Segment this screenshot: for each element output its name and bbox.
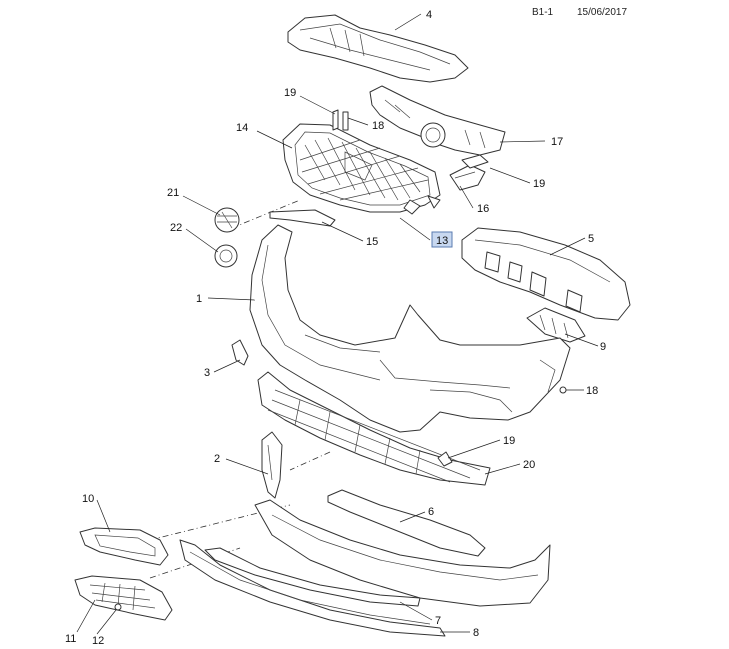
part-14-grille[interactable] [282, 123, 441, 215]
callout-8[interactable]: 8 [473, 627, 479, 639]
callout-1[interactable]: 1 [196, 293, 202, 305]
part-16-bracket[interactable] [449, 154, 489, 191]
part-9-bracket[interactable] [526, 307, 586, 343]
part-19-clip-mid[interactable] [437, 451, 453, 467]
callout-17[interactable]: 17 [551, 136, 563, 148]
part-7-lower-skirt[interactable] [254, 499, 551, 607]
callout-4[interactable]: 4 [426, 9, 432, 21]
part-17-grille-support[interactable] [369, 85, 506, 156]
callout-22[interactable]: 22 [170, 222, 182, 234]
part-3-cover[interactable] [231, 339, 249, 366]
callout-2[interactable]: 2 [214, 453, 220, 465]
callout-19-right[interactable]: 19 [533, 178, 545, 190]
callout-3[interactable]: 3 [204, 367, 210, 379]
part-4-upper-shield[interactable] [287, 14, 469, 83]
callout-13[interactable]: 13 [436, 235, 448, 247]
part-2-lower-rail[interactable] [261, 431, 283, 499]
callout-10[interactable]: 10 [82, 493, 94, 505]
part-1-bumper-fascia[interactable] [249, 224, 571, 433]
callout-9[interactable]: 9 [600, 341, 606, 353]
callout-16[interactable]: 16 [477, 203, 489, 215]
callout-12[interactable]: 12 [92, 635, 104, 647]
callout-11[interactable]: 11 [65, 633, 76, 645]
part-11-fog-grille[interactable] [74, 575, 173, 621]
callout-15[interactable]: 15 [366, 236, 378, 248]
callout-labels: 4 19 18 14 17 19 21 16 22 13 15 5 1 9 3 … [65, 9, 606, 647]
callout-6[interactable]: 6 [428, 506, 434, 518]
part-12-clip[interactable] [114, 603, 122, 611]
callout-5[interactable]: 5 [588, 233, 594, 245]
diagram-date: 15/06/2017 [577, 7, 628, 18]
callout-7[interactable]: 7 [435, 615, 441, 627]
callout-14[interactable]: 14 [236, 122, 248, 134]
callout-20[interactable]: 20 [523, 459, 535, 471]
page-code: B1-1 [532, 7, 554, 18]
part-19-clip-top[interactable] [332, 109, 339, 131]
leader-lines [76, 13, 599, 635]
callout-18-top[interactable]: 18 [372, 120, 384, 132]
part-18-clip-top[interactable] [342, 111, 349, 131]
callout-18-right[interactable]: 18 [586, 385, 598, 397]
part-5-impact-absorber[interactable] [461, 227, 631, 321]
part-6-spoiler-trim[interactable] [327, 489, 486, 557]
callout-19-mid[interactable]: 19 [503, 435, 515, 447]
part-18-clip-right[interactable] [559, 386, 567, 394]
part-10-fog-bezel[interactable] [79, 527, 169, 566]
part-22-emblem[interactable] [214, 244, 238, 268]
part-21-emblem[interactable] [214, 207, 240, 233]
callout-13-highlight [431, 231, 453, 248]
callout-19-top[interactable]: 19 [284, 87, 296, 99]
callout-21[interactable]: 21 [167, 187, 179, 199]
